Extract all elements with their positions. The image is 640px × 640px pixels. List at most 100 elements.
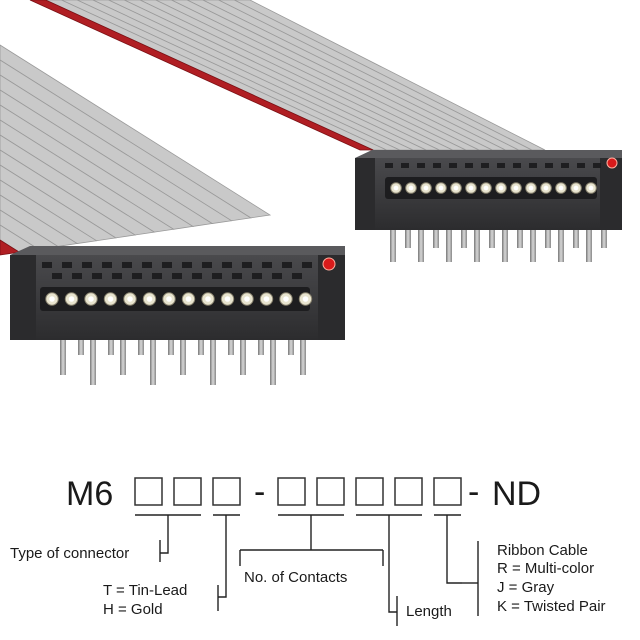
connector-slot	[302, 262, 312, 268]
connector-slot	[465, 163, 473, 168]
connector-pin	[108, 330, 114, 355]
contact-center	[438, 185, 444, 191]
connector-pin	[210, 330, 216, 385]
connector-pin	[461, 225, 467, 248]
part-prefix: M6	[66, 475, 113, 513]
connector-left-contacts	[45, 292, 313, 306]
connector-slot	[182, 262, 192, 268]
connector-slot	[72, 273, 82, 279]
part-number-diagram: M6 - - ND Type of connector T = Tin-Lead…	[10, 473, 606, 626]
connector-slot	[449, 163, 457, 168]
connector-pin	[168, 330, 174, 355]
cable-assembly-illustration	[0, 0, 622, 385]
connector-slot	[212, 273, 222, 279]
code-box-contacts-2	[316, 477, 345, 506]
pin1-marker-left	[322, 257, 336, 271]
code-box-plating	[212, 477, 241, 506]
connector-slot	[122, 262, 132, 268]
contact-center	[468, 185, 474, 191]
ribbon-wire	[139, 0, 466, 151]
ribbon-cable-left	[0, 44, 272, 256]
contact-center	[244, 296, 250, 302]
label-number-of-contacts: No. of Contacts	[244, 569, 347, 586]
label-plating-tin-lead: T = Tin-Lead	[103, 582, 187, 599]
connector-pin	[558, 225, 564, 262]
connector-pin	[601, 225, 607, 248]
contact-center	[283, 296, 289, 302]
contact-center	[423, 185, 429, 191]
connector-pin	[517, 225, 523, 248]
connector-pin	[198, 330, 204, 355]
connector-pin	[270, 330, 276, 385]
connector-slot	[52, 273, 62, 279]
ribbon-wire	[0, 239, 21, 256]
connector-pin	[573, 225, 579, 248]
connector-pin	[138, 330, 144, 355]
contact-center	[166, 296, 172, 302]
connector-right	[355, 150, 622, 262]
connector-slot	[232, 273, 242, 279]
connector-right-contacts	[390, 182, 597, 194]
contact-center	[107, 296, 114, 302]
part-suffix: ND	[492, 475, 541, 513]
connector-pin	[180, 330, 186, 375]
code-box-cable	[433, 477, 462, 506]
connector-slot	[92, 273, 102, 279]
connector-slot	[82, 262, 92, 268]
connector-slot	[417, 163, 425, 168]
connector-slot	[481, 163, 489, 168]
contact-center	[146, 296, 153, 302]
code-box-connector-2	[173, 477, 202, 506]
connector-slot	[242, 262, 252, 268]
connector-slot	[192, 273, 202, 279]
contact-center	[573, 185, 579, 191]
connector-slot	[262, 262, 272, 268]
contact-center	[263, 296, 270, 302]
connector-slot	[282, 262, 292, 268]
label-cable-gray: J = Gray	[497, 579, 555, 596]
contact-center	[408, 185, 414, 191]
part-separator-2: -	[468, 473, 479, 511]
contact-center	[498, 185, 504, 191]
connector-slot	[561, 163, 569, 168]
connector-pin	[390, 225, 396, 262]
connector-slot	[545, 163, 553, 168]
contact-center	[68, 296, 75, 302]
code-box-contacts-1	[277, 477, 306, 506]
contact-center	[185, 296, 192, 302]
connector-slot	[272, 273, 282, 279]
contact-center	[543, 185, 549, 191]
ribbon-wire	[29, 0, 374, 151]
connector-pin	[90, 330, 96, 385]
contact-center	[205, 296, 211, 302]
contact-center	[302, 296, 309, 302]
contact-center	[49, 296, 55, 302]
connector-pin	[586, 225, 592, 262]
connector-slot	[62, 262, 72, 268]
contact-center	[393, 185, 399, 191]
contact-center	[88, 296, 94, 302]
connector-pin	[60, 330, 66, 375]
label-plating-gold: H = Gold	[103, 601, 163, 618]
contact-center	[224, 296, 231, 302]
connector-pin	[405, 225, 411, 248]
contact-center	[127, 296, 133, 302]
label-connector-type: Type of connector	[10, 545, 129, 562]
connector-left	[10, 246, 345, 385]
contact-center	[513, 185, 519, 191]
label-ribbon-cable-title: Ribbon Cable	[497, 542, 588, 559]
contact-center	[558, 185, 564, 191]
connector-slot	[385, 163, 393, 168]
connector-slot	[102, 262, 112, 268]
connector-left-pins	[60, 330, 306, 385]
contact-center	[483, 185, 489, 191]
connector-slot	[202, 262, 212, 268]
connector-pin	[502, 225, 508, 262]
connector-slot	[577, 163, 585, 168]
connector-slot	[132, 273, 142, 279]
connector-right-pins	[390, 225, 607, 262]
ribbon-cable-right	[29, 0, 546, 151]
pin1-marker-right	[606, 157, 618, 169]
contact-center	[528, 185, 534, 191]
connector-pin	[300, 330, 306, 375]
